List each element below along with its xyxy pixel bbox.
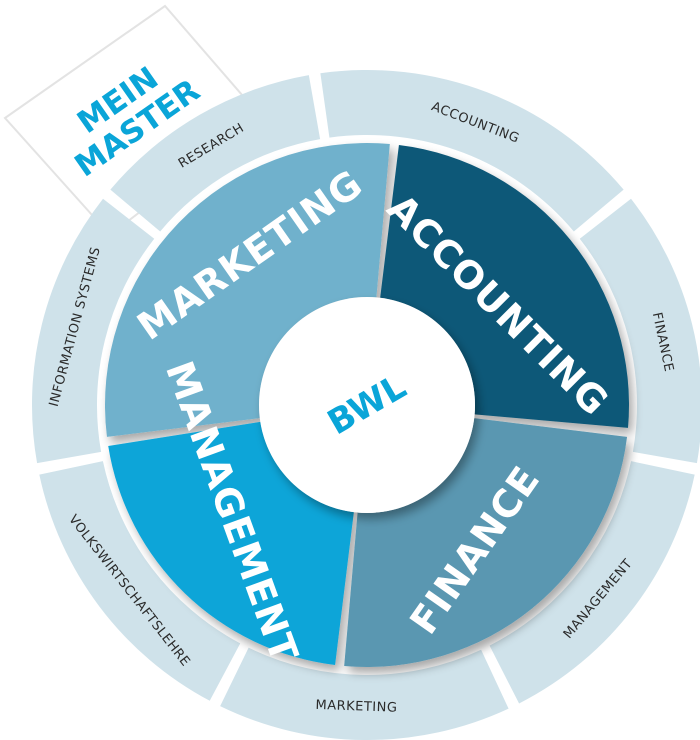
inner-segment-accounting xyxy=(380,144,629,428)
inner-segment-marketing xyxy=(105,143,390,437)
outer-segment-marketing xyxy=(220,647,509,740)
inner-segment-finance xyxy=(344,418,628,668)
outer-segment-management xyxy=(489,461,695,704)
outer-segment-volkswirtschaftslehre xyxy=(39,461,241,701)
mein-master-tag: MEIN MASTER xyxy=(3,4,264,237)
inner-segment-management xyxy=(108,421,354,666)
inner-ring xyxy=(105,143,629,668)
outer-segment-accounting xyxy=(320,70,624,232)
outer-segment-research xyxy=(110,75,321,232)
outer-label-marketing: MARKETING xyxy=(315,698,397,716)
outer-ring: ACCOUNTINGFINANCEMANAGEMENTMARKETINGVOLK… xyxy=(31,70,700,740)
outer-segment-information-systems xyxy=(31,198,155,464)
outer-segment-finance xyxy=(579,198,700,464)
center-circle xyxy=(259,297,475,513)
wheel: ACCOUNTINGFINANCEMANAGEMENTMARKETINGVOLK… xyxy=(31,70,700,740)
